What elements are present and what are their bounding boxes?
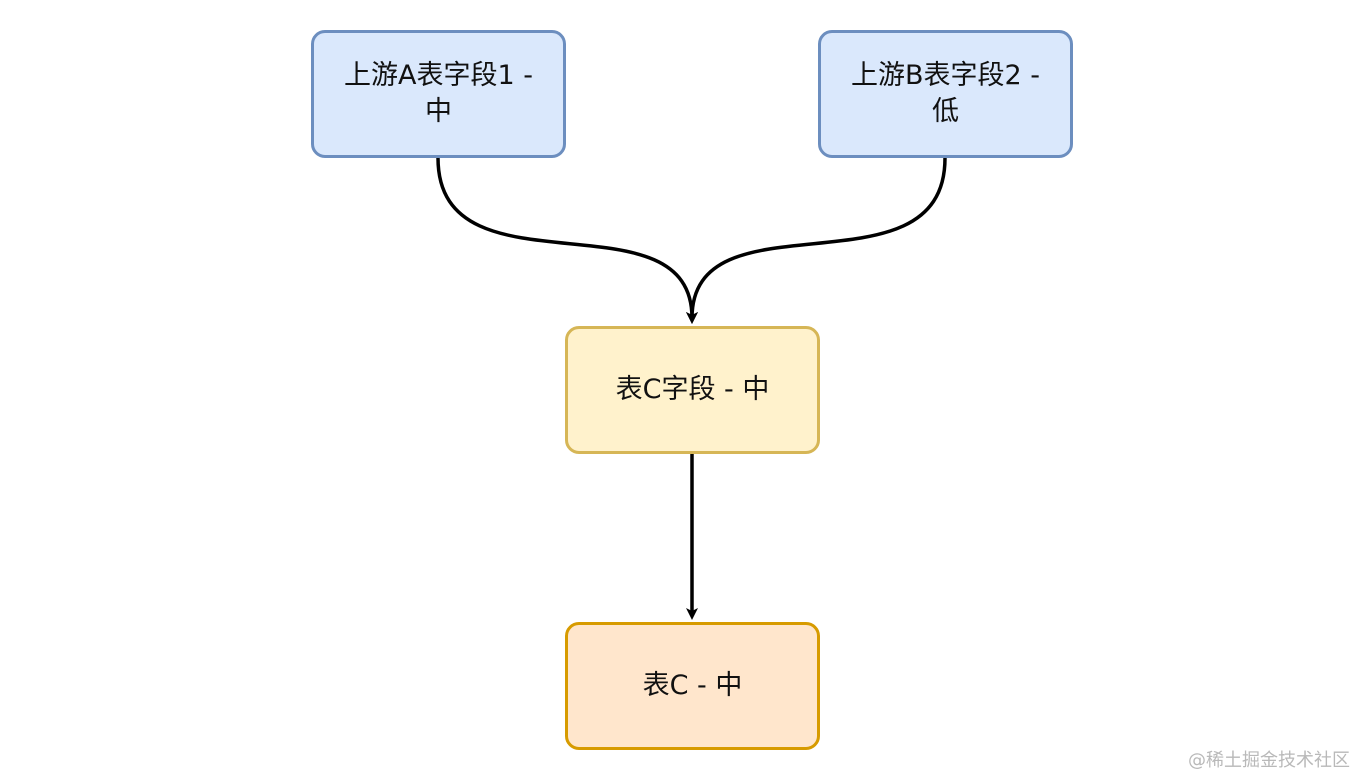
node-table-c: 表C - 中 (565, 622, 820, 750)
node-table-c-field: 表C字段 - 中 (565, 326, 820, 454)
watermark-text: @稀土掘金技术社区 (1188, 750, 1350, 771)
edge-b-to-c-field (686, 157, 947, 324)
node-upstream-a-field: 上游A表字段1 - 中 (311, 30, 566, 158)
edge-a-to-c-field (436, 157, 698, 324)
node-upstream-b-field: 上游B表字段2 - 低 (818, 30, 1073, 158)
node-table-c-field-label: 表C字段 - 中 (615, 374, 770, 405)
node-table-c-label: 表C - 中 (642, 670, 743, 701)
node-upstream-b-label: 上游B表字段2 - 低 (850, 60, 1041, 127)
node-upstream-a-label: 上游A表字段1 - 中 (344, 60, 533, 127)
